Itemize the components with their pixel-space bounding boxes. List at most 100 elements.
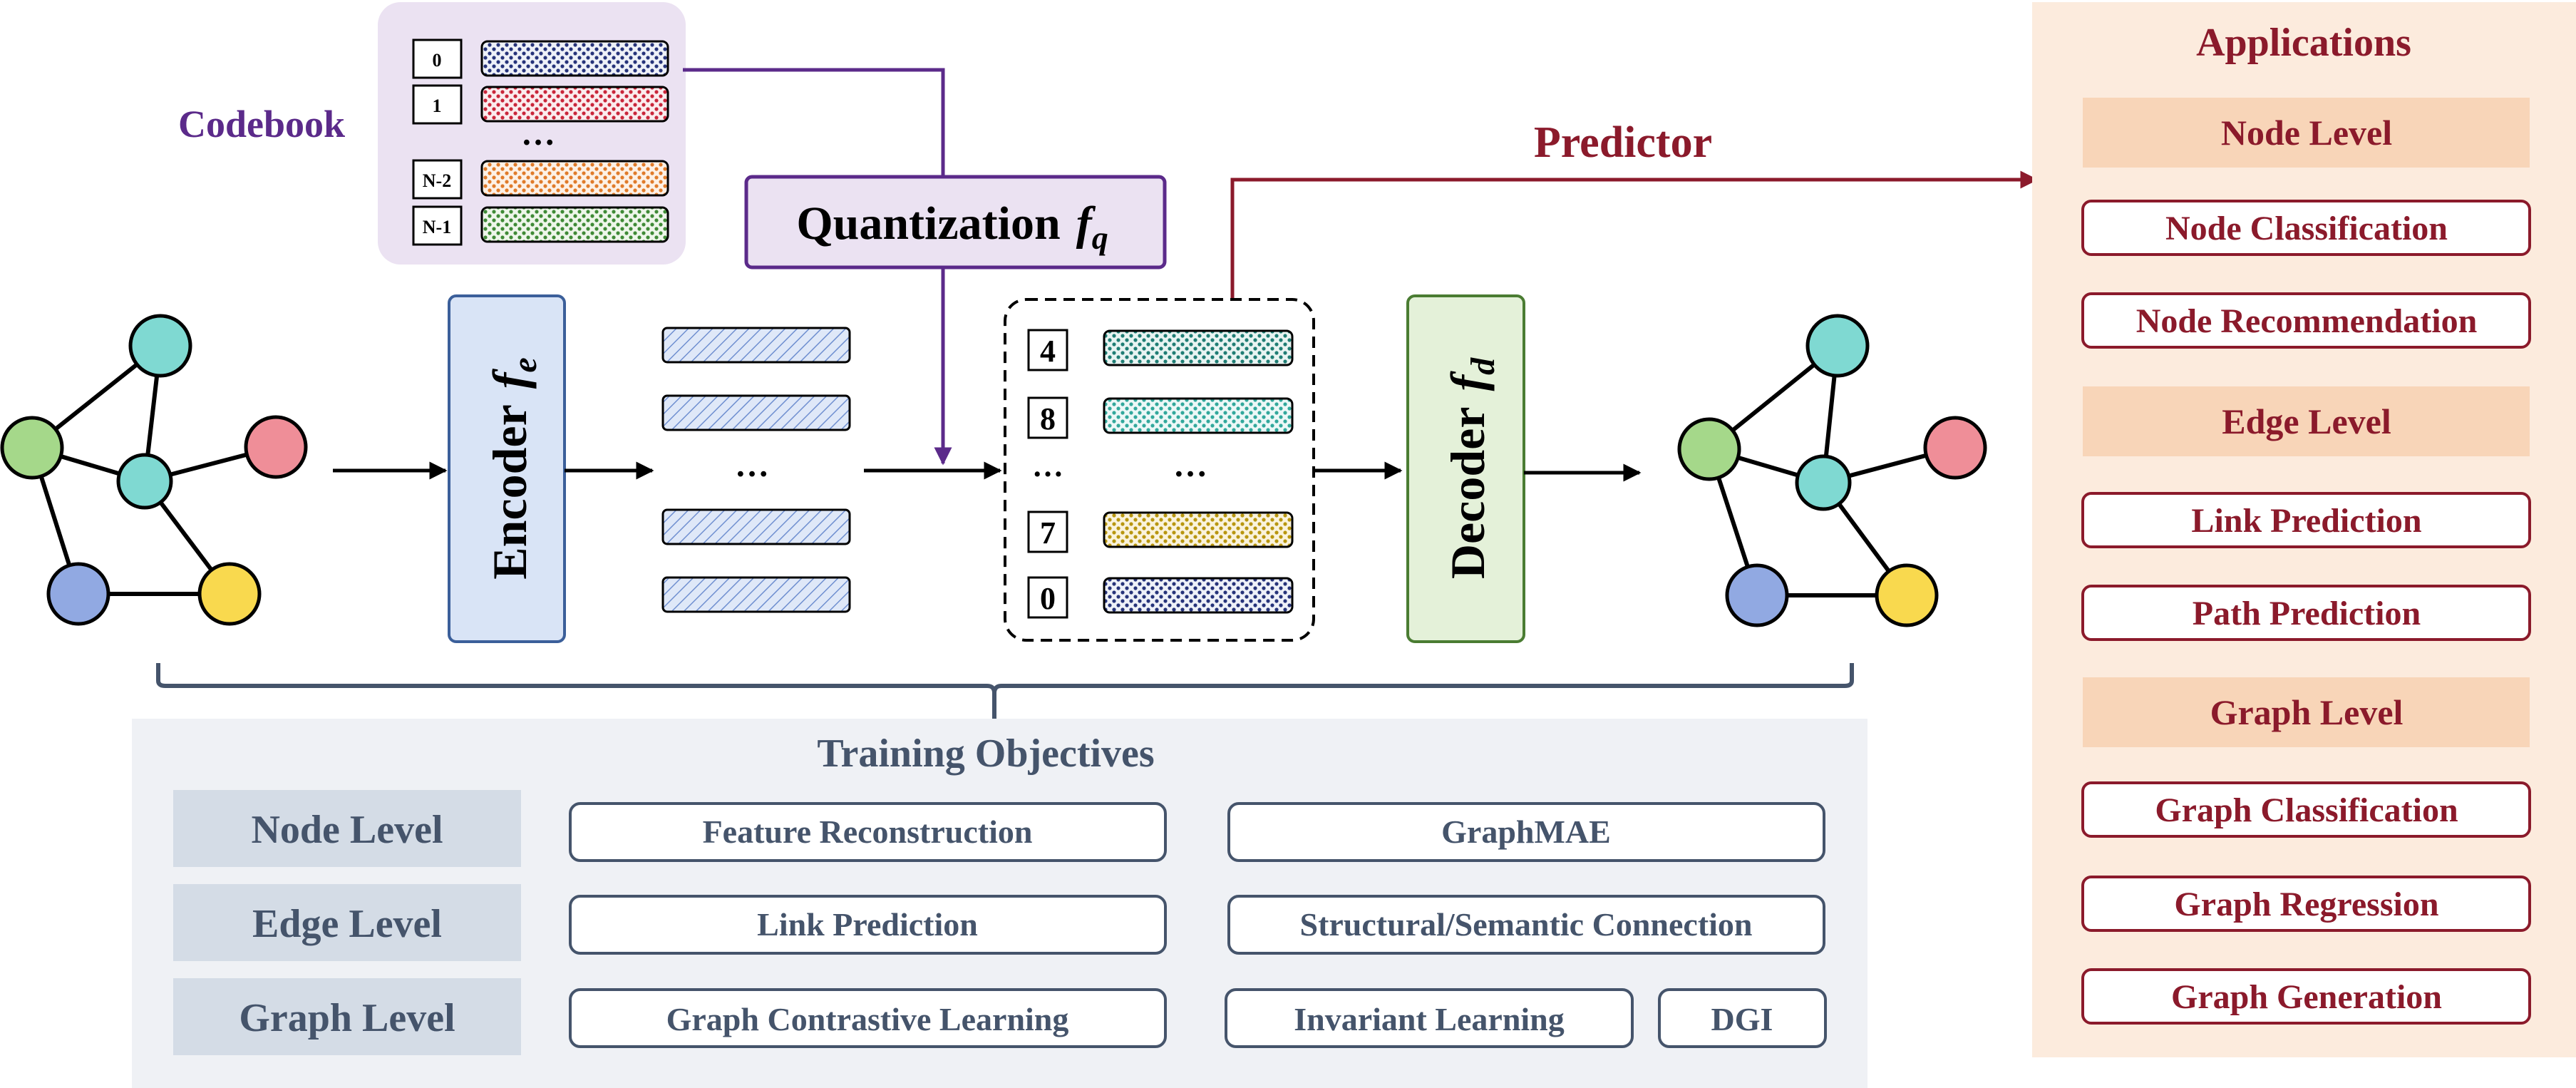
token-index-2: 7 [1040, 515, 1056, 550]
token-index-1: 8 [1040, 401, 1056, 436]
encoder-subscript: e [506, 357, 544, 372]
embeddings: … [661, 327, 851, 613]
token-vector-2 [1103, 511, 1294, 548]
codebook-index-1: 1 [433, 96, 442, 116]
input-node-teal-top [128, 314, 192, 378]
decoder-label: Decoder [1441, 407, 1495, 580]
quantized-tokens: 4 8 … … 7 0 [1027, 329, 1294, 619]
training-level-graph [173, 978, 521, 1055]
training-item [1225, 988, 1634, 1048]
codebook-row-n2: N-2 [412, 159, 669, 200]
codebook-ellipsis: … [521, 115, 555, 153]
codebook-index-0: 0 [433, 50, 442, 71]
applications-level-graph [2083, 677, 2530, 747]
applications-item-label: Graph Regression [2174, 886, 2438, 923]
codebook-to-quantization-line [683, 68, 945, 177]
codebook-vector-1 [480, 86, 669, 123]
predictor-arrow [1230, 170, 2039, 299]
training-item [569, 802, 1167, 862]
quantization-box [744, 175, 1167, 270]
codebook-vector-n2 [480, 160, 669, 197]
applications-item [2081, 968, 2531, 1025]
applications-item [2081, 200, 2531, 256]
svg-text:Decoderfd: Decoderfd [1441, 357, 1502, 579]
input-node-blue [46, 562, 110, 626]
codebook-index-n2: N-2 [423, 170, 451, 191]
input-graph [0, 314, 308, 626]
training-row-node: Node Level Feature Reconstruction GraphM… [173, 790, 1825, 867]
embedding-vector [661, 508, 851, 545]
codebook-vector-0 [480, 40, 669, 77]
training-item-label: GraphMAE [1441, 814, 1611, 850]
training-level-graph-label: Graph Level [239, 996, 455, 1040]
training-item [1227, 802, 1825, 862]
applications-group-graph: Graph Level Graph Classification Graph R… [2081, 677, 2531, 1025]
decoder-subscript: d [1464, 357, 1502, 375]
codebook-row-n1: N-1 [412, 205, 669, 246]
applications-item [2081, 492, 2531, 548]
training-item [569, 895, 1167, 955]
applications-group-edge: Edge Level Link Prediction Path Predicti… [2081, 386, 2531, 641]
training-title: Training Objectives [817, 732, 1154, 776]
training-level-node-label: Node Level [251, 808, 443, 852]
output-graph [1677, 314, 1987, 627]
output-node-teal-center [1795, 454, 1852, 511]
training-item-label: DGI [1711, 1001, 1773, 1037]
training-item-label: Structural/Semantic Connection [1299, 906, 1752, 943]
applications-item [2081, 876, 2531, 932]
applications-level-edge-label: Edge Level [2222, 401, 2391, 441]
applications-item [2081, 781, 2531, 838]
quantization-subscript: q [1092, 220, 1108, 256]
output-node-green [1677, 417, 1741, 481]
decoder-box [1406, 294, 1525, 643]
applications-level-graph-label: Graph Level [2210, 692, 2404, 732]
codebook-vector-n1 [480, 206, 669, 243]
embeddings-ellipsis: … [735, 446, 769, 484]
output-node-yellow [1875, 563, 1939, 627]
decoder-title: Decoderfd [1441, 357, 1502, 579]
token-index-3: 0 [1040, 581, 1056, 616]
token-vector-ellipsis: … [1173, 446, 1207, 484]
applications-group-node: Node Level Node Classification Node Reco… [2081, 98, 2531, 349]
codebook-row-1: 1 [412, 84, 669, 125]
embedding-vector [661, 327, 851, 364]
applications-item-label: Node Recommendation [2136, 302, 2478, 340]
output-node-blue [1725, 563, 1789, 627]
training-item-label: Graph Contrastive Learning [666, 1001, 1069, 1037]
codebook-row-0: 0 [412, 39, 669, 79]
token-index-ellipsis: … [1032, 448, 1063, 483]
applications-level-node [2083, 98, 2530, 168]
applications-item-label: Graph Classification [2155, 791, 2458, 829]
training-item [1227, 895, 1825, 955]
applications-item-label: Link Prediction [2191, 502, 2421, 540]
training-item-label: Invariant Learning [1294, 1001, 1565, 1037]
quantization-label: Quantization [796, 197, 1060, 250]
token-vector-1 [1103, 397, 1294, 434]
training-item [1658, 988, 1827, 1048]
applications-title: Applications [2196, 21, 2411, 65]
training-item-label: Link Prediction [757, 906, 978, 943]
token-vector-0 [1103, 329, 1294, 366]
applications-item-label: Path Prediction [2193, 595, 2421, 632]
input-node-yellow [197, 562, 262, 626]
training-row-edge: Edge Level Link Prediction Structural/Se… [173, 884, 1825, 961]
applications-item-label: Graph Generation [2171, 978, 2442, 1016]
applications-item-label: Node Classification [2165, 210, 2448, 247]
predictor-label: Predictor [1534, 118, 1712, 167]
applications-item [2081, 292, 2531, 349]
training-row-graph: Graph Level Graph Contrastive Learning I… [173, 978, 1827, 1055]
training-item [569, 988, 1167, 1048]
embedding-vector [661, 576, 851, 613]
token-index-0: 4 [1040, 334, 1056, 369]
codebook-index-n1: N-1 [423, 217, 451, 237]
applications-level-edge [2083, 386, 2530, 456]
token-vector-3 [1103, 577, 1294, 614]
training-item-label: Feature Reconstruction [703, 814, 1033, 850]
training-level-edge [173, 884, 521, 961]
applications-level-node-label: Node Level [2221, 113, 2392, 153]
training-level-node [173, 790, 521, 867]
applications-item [2081, 585, 2531, 641]
